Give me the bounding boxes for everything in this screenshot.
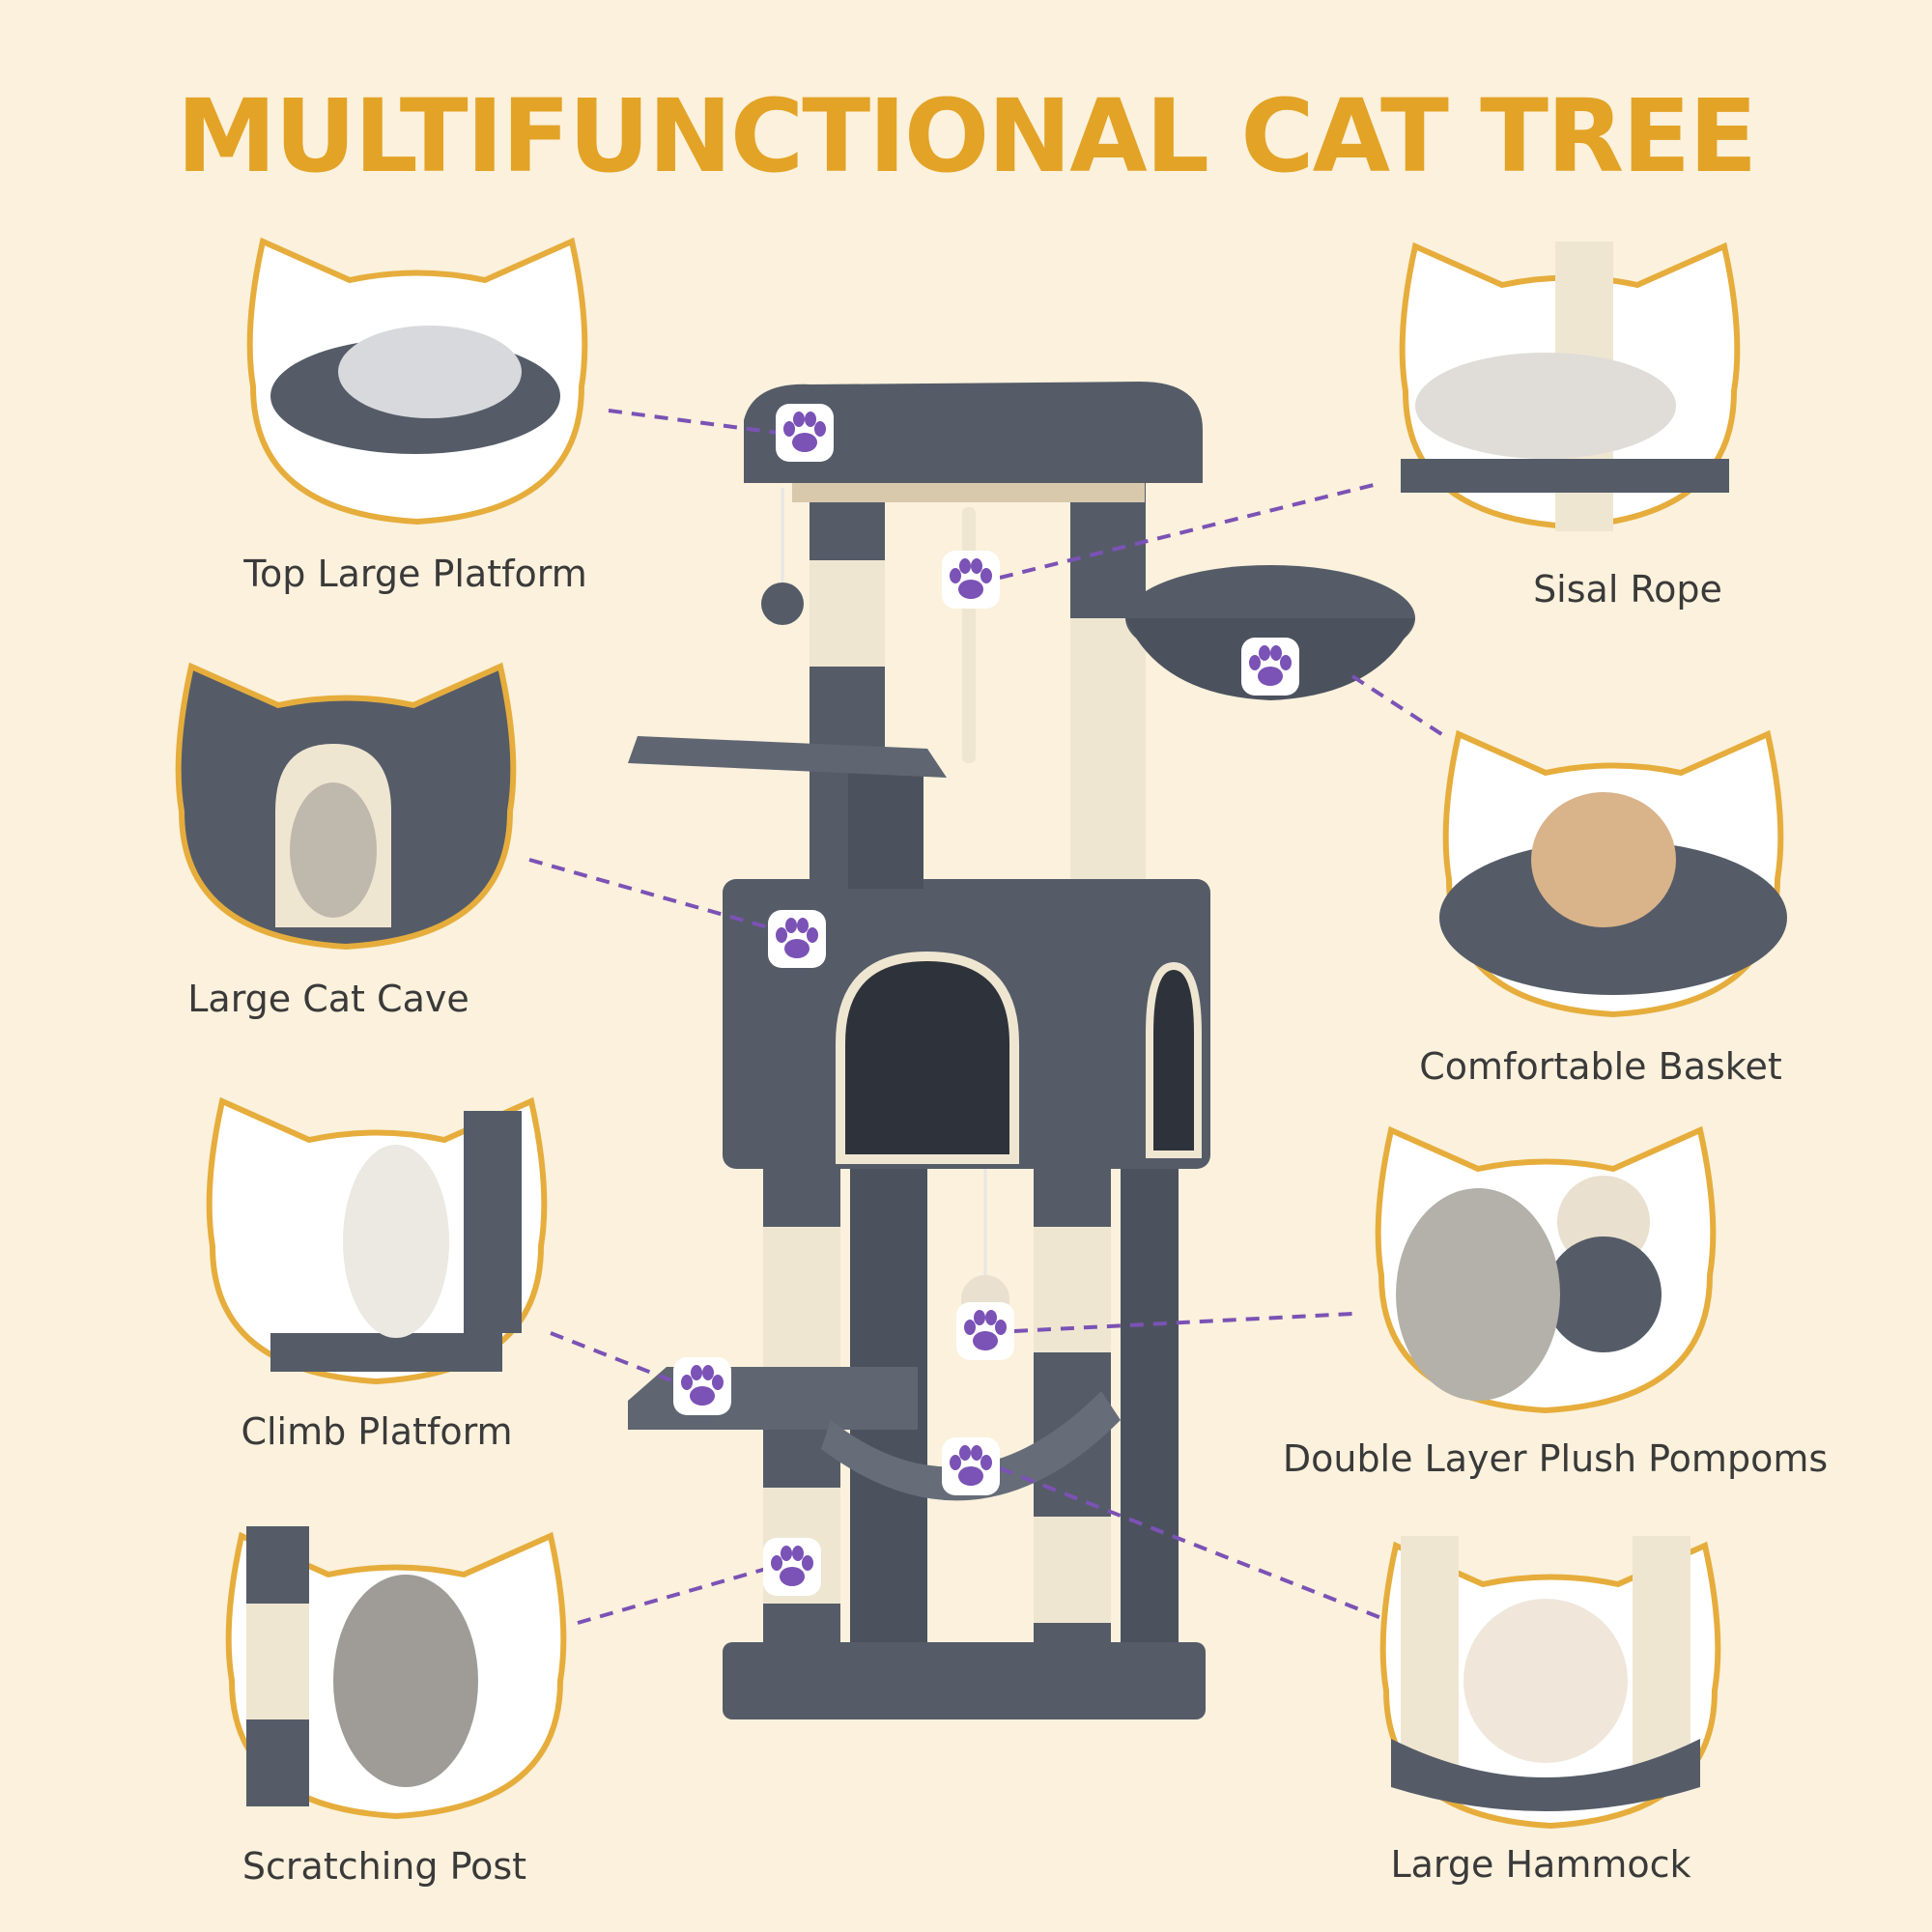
frame-scene-pompom-dark bbox=[1546, 1236, 1662, 1352]
label-sisal-rope: Sisal Rope bbox=[1533, 568, 1722, 611]
label-large-cat-cave: Large Cat Cave bbox=[187, 978, 469, 1020]
paw-icon bbox=[1241, 638, 1299, 696]
connector-large-cat-cave bbox=[528, 858, 769, 929]
paw-icon bbox=[942, 551, 1000, 609]
label-double-layer-pompoms: Double Layer Plush Pompoms bbox=[1282, 1437, 1829, 1480]
frame-scene-post bbox=[1401, 1536, 1459, 1777]
frame-scene-post-sisal bbox=[246, 1604, 309, 1719]
connector-lines bbox=[528, 409, 1451, 1625]
frame-large-cat-cave bbox=[179, 667, 514, 947]
hammock-sling bbox=[821, 1391, 1121, 1501]
frame-scene-board bbox=[270, 1333, 502, 1372]
lower-post-right-sisal-2 bbox=[1034, 1517, 1111, 1623]
frame-cat-photo bbox=[333, 1575, 478, 1787]
top-platform-underside bbox=[792, 483, 1145, 502]
frame-scene-board bbox=[1401, 459, 1729, 493]
upper-step-platform bbox=[628, 736, 947, 778]
sisal-rope-strand bbox=[962, 507, 976, 763]
label-climb-platform: Climb Platform bbox=[241, 1410, 513, 1453]
frame-comfortable-basket bbox=[1439, 734, 1787, 1014]
upper-post-left-sisal bbox=[810, 560, 885, 667]
label-scratching-post: Scratching Post bbox=[242, 1845, 527, 1888]
cat-cave-side-window bbox=[1146, 961, 1202, 1158]
paw-icon bbox=[673, 1357, 731, 1415]
label-large-hammock: Large Hammock bbox=[1390, 1843, 1691, 1886]
frame-cat-photo bbox=[338, 326, 522, 418]
top-platform-bed bbox=[744, 382, 1203, 483]
paw-icon bbox=[942, 1437, 1000, 1495]
frame-cat-photo bbox=[343, 1145, 449, 1338]
upper-post-right-sisal bbox=[1070, 618, 1146, 879]
lower-post-right-sisal bbox=[1034, 1227, 1111, 1352]
connector-top-large-platform bbox=[608, 409, 779, 435]
frame-cat-photo bbox=[290, 782, 377, 918]
page-title: MULTIFUNCTIONAL CAT TREE bbox=[176, 77, 1758, 195]
pompom-top bbox=[761, 582, 804, 625]
frame-cat-photo bbox=[1396, 1188, 1560, 1401]
connector-comfortable-basket bbox=[1350, 674, 1451, 741]
frame-sisal-rope bbox=[1401, 242, 1737, 531]
lower-post-far-right bbox=[1121, 1159, 1179, 1642]
frame-climb-platform bbox=[210, 1101, 545, 1381]
label-top-large-platform: Top Large Platform bbox=[243, 553, 587, 595]
paw-icon bbox=[768, 910, 826, 968]
cat-tree bbox=[628, 382, 1415, 1719]
frame-cat-photo bbox=[1463, 1599, 1628, 1763]
feature-frames bbox=[179, 242, 1787, 1826]
connector-double-layer-pompoms bbox=[1013, 1312, 1353, 1333]
frame-cat-photo bbox=[1415, 353, 1676, 459]
connector-sisal-rope bbox=[999, 481, 1382, 580]
paw-icon bbox=[956, 1302, 1014, 1360]
paw-icon bbox=[763, 1538, 821, 1596]
connector-scratching-post bbox=[577, 1565, 774, 1625]
frame-cat-photo bbox=[1531, 792, 1676, 927]
frame-top-large-platform bbox=[250, 242, 585, 522]
upper-post-center bbox=[848, 753, 923, 889]
cat-cave-entrance bbox=[836, 951, 1019, 1164]
paw-icon bbox=[776, 404, 834, 462]
frame-scene-post bbox=[464, 1111, 522, 1333]
frame-scene-hammock bbox=[1391, 1739, 1700, 1811]
label-comfortable-basket: Comfortable Basket bbox=[1419, 1045, 1782, 1088]
frame-scene-post-2 bbox=[1633, 1536, 1690, 1777]
frame-double-layer-pompoms bbox=[1378, 1130, 1714, 1410]
climb-platform-board bbox=[628, 1367, 918, 1430]
frame-scratching-post bbox=[229, 1526, 564, 1816]
connector-climb-platform bbox=[550, 1331, 682, 1386]
frame-large-hammock bbox=[1383, 1536, 1719, 1826]
